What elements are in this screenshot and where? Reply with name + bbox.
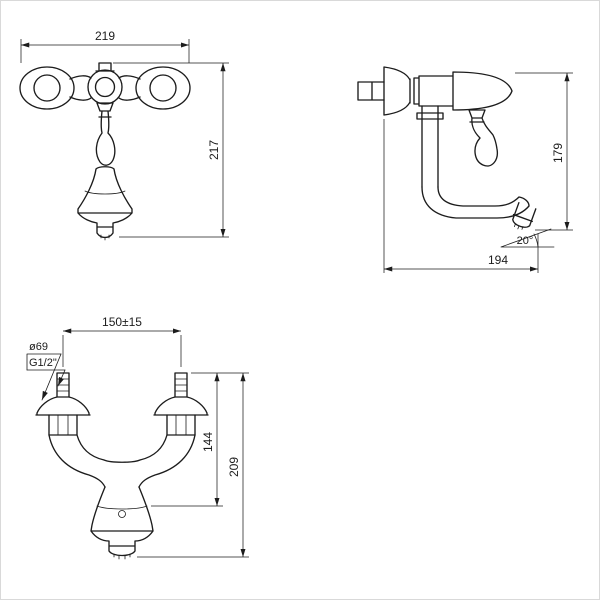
front-view: 219 217: [19, 29, 229, 241]
deck-shank-threads: [56, 378, 188, 392]
front-hub-cap: [95, 62, 115, 72]
dim-deck-spread: 150±15: [62, 315, 182, 367]
dim-front-height-extensions: [113, 62, 229, 238]
label-flange-diameter-underline: [26, 353, 62, 371]
front-hub-inner: [94, 76, 116, 98]
deck-view: 150±15 ø69 G1/2" 144 209: [26, 315, 249, 560]
side-spout-nozzle: [512, 202, 537, 230]
side-wall-flange: [383, 66, 411, 116]
deck-body-arms: [48, 434, 196, 488]
angle-annotation-value: 20°: [517, 235, 534, 247]
label-thread-size-value: G1/2": [29, 357, 57, 369]
dim-deck-heights: 144 209: [137, 372, 249, 558]
side-valve-body: [413, 71, 513, 111]
front-left-handle-outline: [19, 66, 75, 110]
side-nozzle-outline: [512, 202, 537, 228]
front-bell-spout: [77, 166, 133, 239]
front-right-handle-outline: [135, 66, 191, 110]
deck-spout-details: [96, 505, 148, 560]
front-hub-outer: [87, 69, 123, 105]
front-spout-details: [84, 190, 126, 241]
label-thread-size: G1/2": [26, 357, 66, 387]
front-left-handle-inner: [33, 74, 61, 102]
deck-bell-spout: [90, 486, 154, 557]
front-right-handle-inner: [149, 74, 177, 102]
dim-deck-upper-height-value: 144: [201, 432, 215, 452]
dim-front-width: 219: [20, 29, 190, 63]
deck-inlet-shanks: [56, 372, 188, 398]
deck-spout-screw: [118, 510, 126, 518]
deck-escutcheon-flanges: [35, 396, 209, 416]
label-flange-diameter-value: ø69: [29, 341, 48, 353]
dim-side-reach-value: 194: [488, 253, 508, 267]
label-flange-diameter: ø69: [26, 341, 62, 401]
deck-hex-nut-facets: [57, 414, 187, 436]
label-flange-diameter-leader: [41, 353, 62, 401]
dim-side-reach-extensions: [383, 119, 539, 273]
dim-deck-spread-extensions: [62, 335, 182, 367]
dim-front-height-value: 217: [207, 140, 221, 160]
side-lever-handle: [468, 109, 499, 167]
side-curved-spout: [421, 186, 530, 219]
deck-hex-nuts: [48, 414, 196, 436]
side-nozzle-aerator-hatch: [514, 223, 524, 230]
front-lever-handle: [95, 102, 116, 166]
dim-deck-total-height-value: 209: [227, 457, 241, 477]
side-down-pipe: [416, 105, 444, 188]
dim-deck-spread-value: 150±15: [102, 315, 142, 329]
side-wall-supply-stub: [357, 81, 385, 101]
dim-front-width-value: 219: [95, 29, 115, 43]
angle-annotation: 20°: [500, 228, 555, 248]
side-view: 20° 179 194: [357, 66, 573, 273]
dim-deck-height-extensions: [137, 372, 249, 558]
dim-side-reach: 194: [383, 119, 539, 273]
dim-side-height: 179: [515, 72, 573, 231]
dim-side-height-value: 179: [551, 143, 565, 163]
dim-front-height: 217: [113, 62, 229, 238]
front-crossbar-arms: [69, 75, 141, 101]
